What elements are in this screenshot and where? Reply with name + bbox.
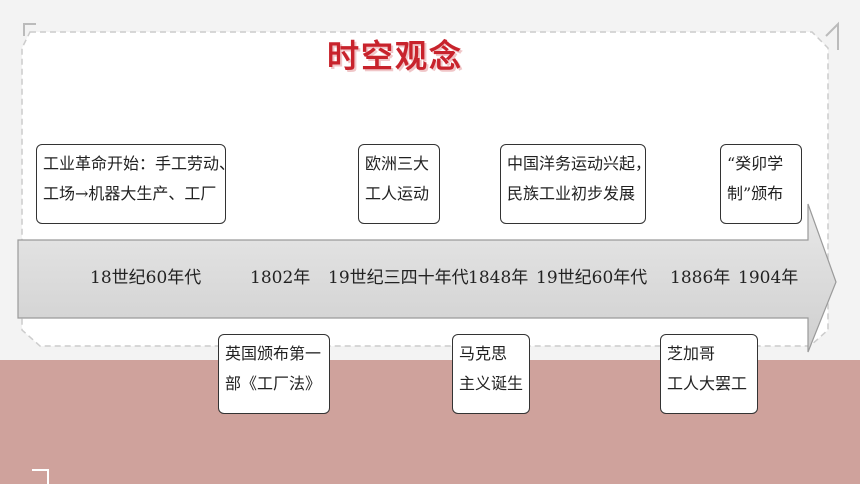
event-line: 工人运动	[365, 184, 430, 203]
timeline-label-1848: 1848年	[468, 268, 529, 288]
event-line: 主义诞生	[459, 374, 524, 393]
event-line: 芝加哥	[667, 344, 716, 363]
event-line: 制”颁布	[727, 184, 784, 203]
timeline-label-1802: 1802年	[250, 268, 311, 288]
event-line: 英国颁布第一	[225, 344, 322, 363]
event-line: 工场→机器大生产、工厂	[43, 184, 217, 203]
event-box-westernization-movement: 中国洋务运动兴起， 民族工业初步发展	[500, 144, 652, 224]
event-line: 民族工业初步发展	[507, 184, 636, 203]
event-box-chicago-strike: 芝加哥 工人大罢工	[660, 334, 758, 414]
event-line: 马克思	[459, 344, 508, 363]
event-line: 工业革命开始：手工劳动、	[43, 154, 236, 173]
timeline-label-1860s: 19世纪60年代	[536, 268, 648, 288]
event-box-workers-movements: 欧洲三大 工人运动	[358, 144, 440, 224]
event-line: 中国洋务运动兴起，	[507, 154, 652, 173]
event-line: 部《工厂法》	[225, 374, 322, 393]
timeline-label-1904: 1904年	[738, 268, 799, 288]
event-box-factory-act: 英国颁布第一 部《工厂法》	[218, 334, 330, 414]
event-box-guimao-school-system: “癸卯学 制”颁布	[720, 144, 802, 224]
timeline-label-1886: 1886年	[670, 268, 731, 288]
event-line: 工人大罢工	[667, 374, 748, 393]
event-line: 欧洲三大	[365, 154, 430, 173]
event-box-industrial-revolution: 工业革命开始：手工劳动、 工场→机器大生产、工厂	[36, 144, 236, 224]
page-title: 时空观念	[326, 37, 463, 75]
event-line: “癸卯学	[727, 154, 784, 173]
timeline-label-1760s: 18世纪60年代	[90, 268, 202, 288]
event-box-marxism: 马克思 主义诞生	[452, 334, 530, 414]
timeline-label-1830s: 19世纪三四十年代	[328, 268, 469, 288]
